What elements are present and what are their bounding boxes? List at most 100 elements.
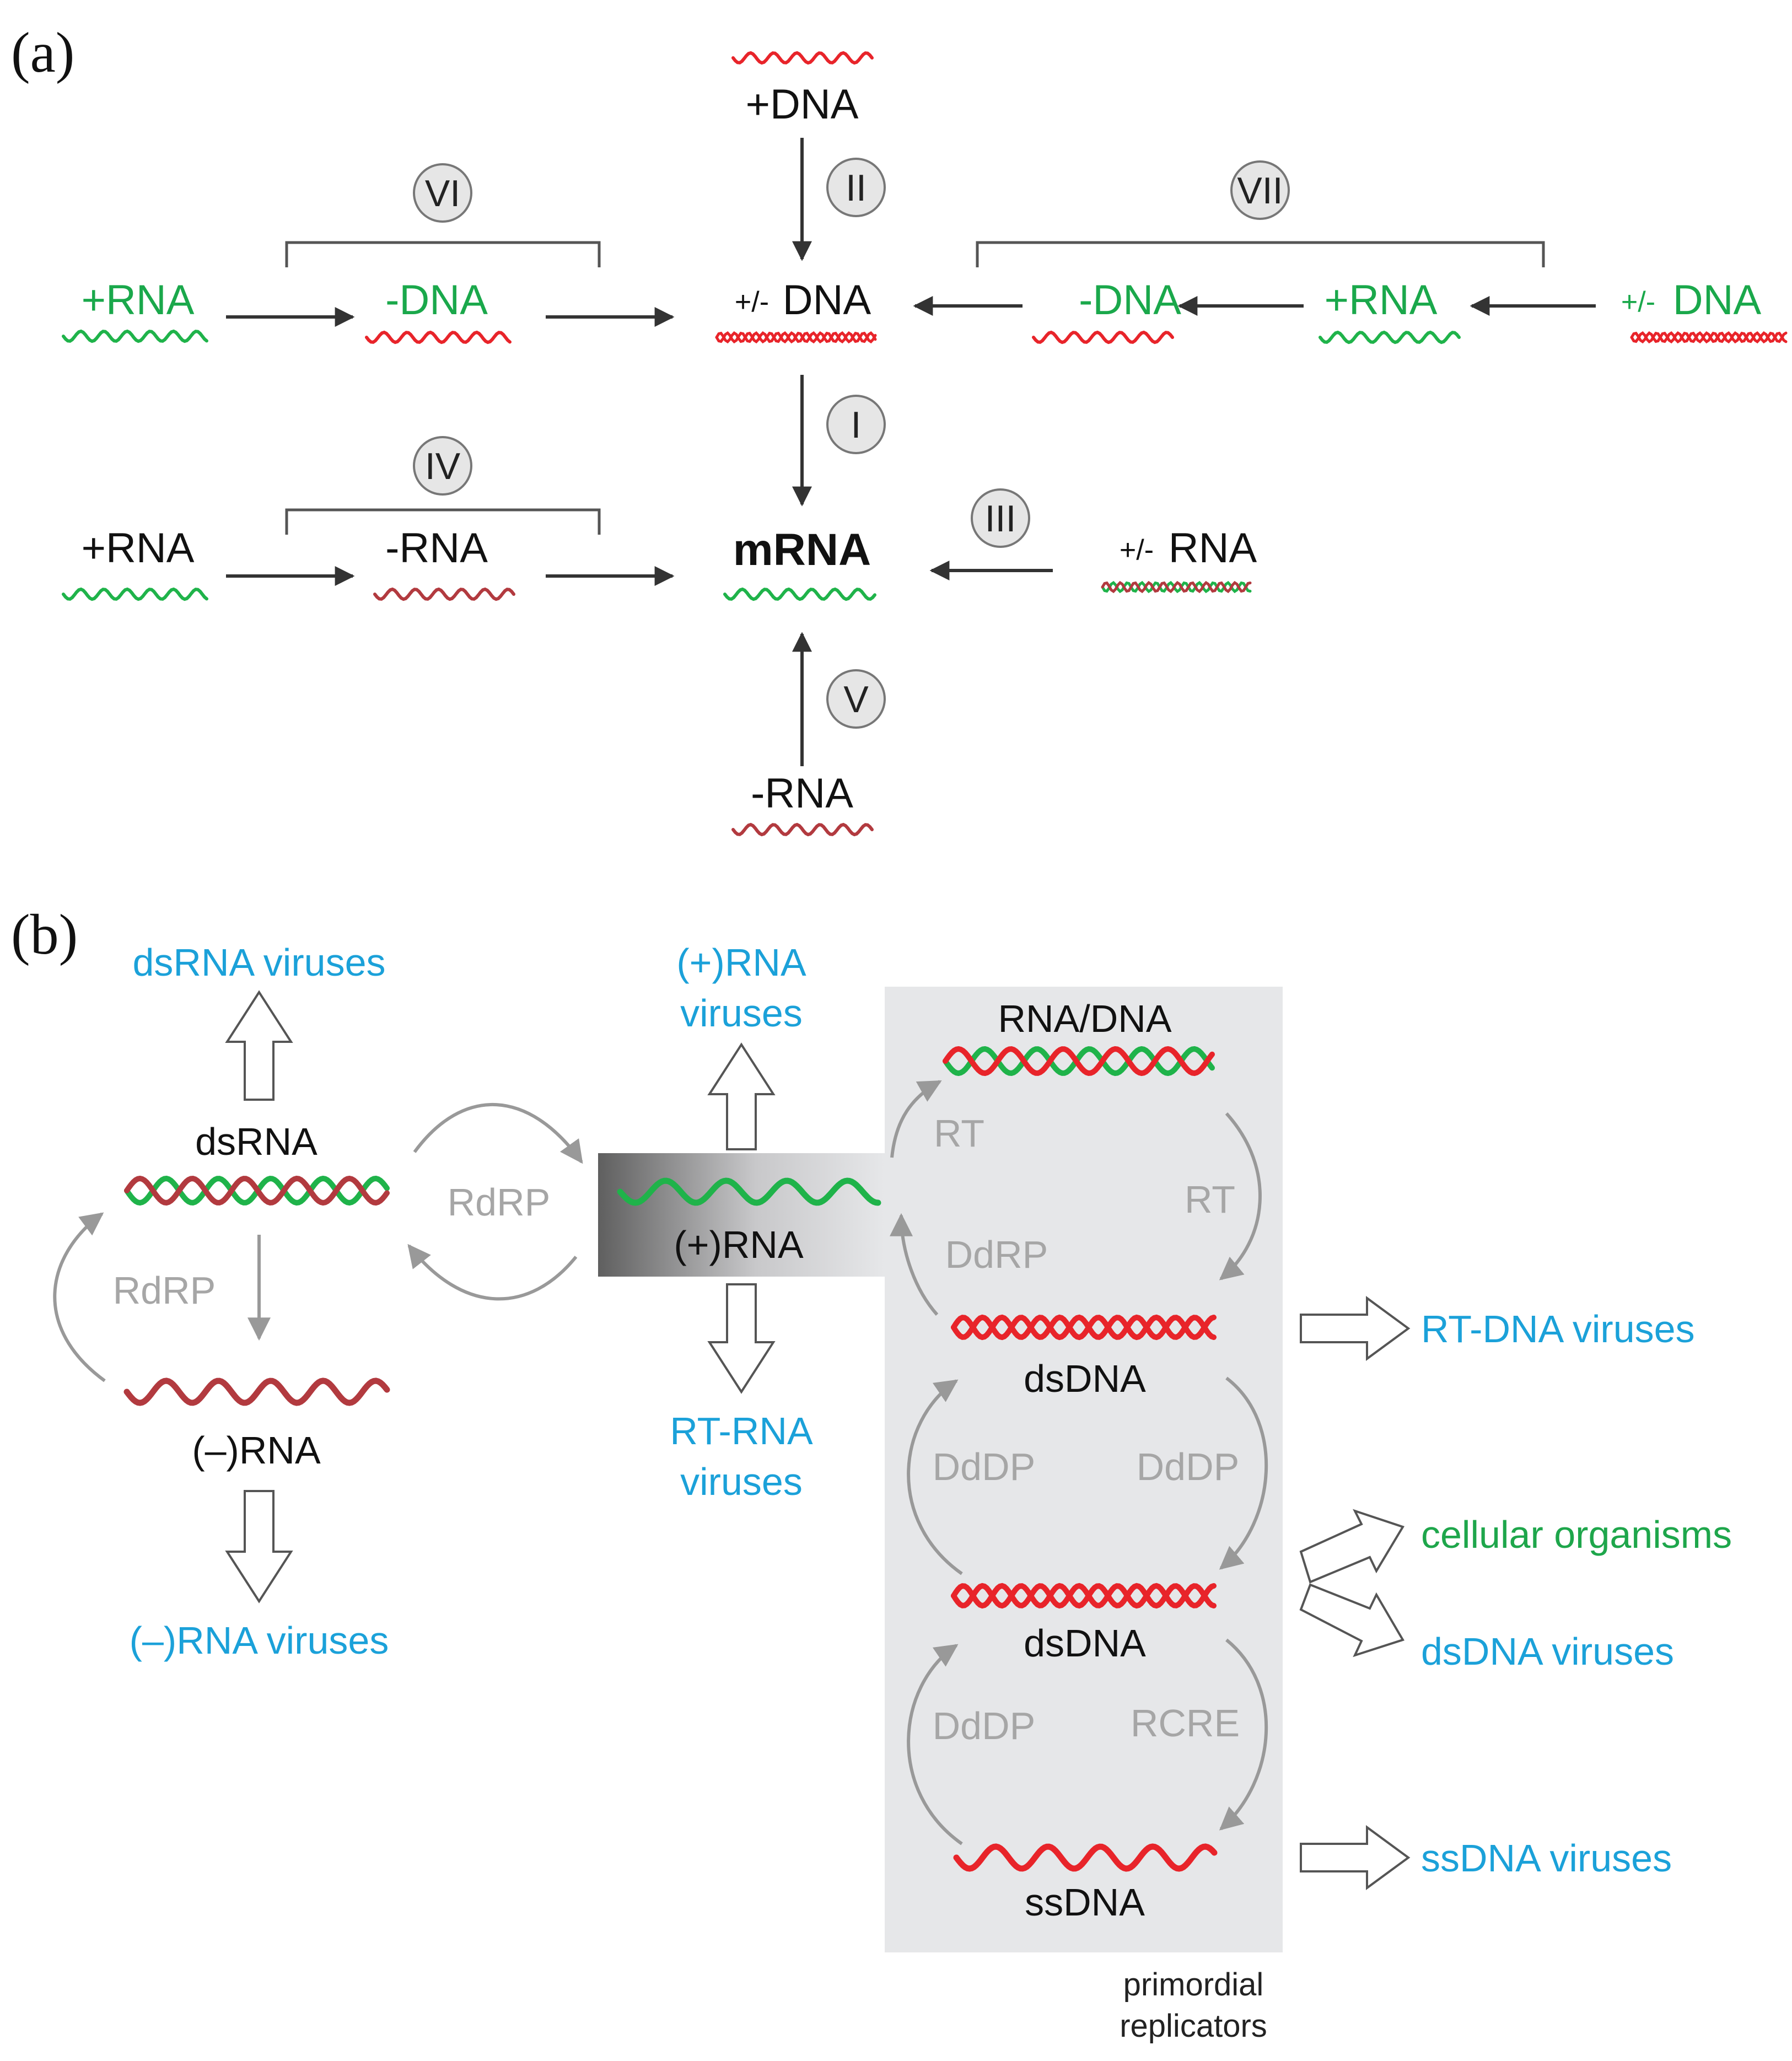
vii-minus-dna-label: -DNA [1079,277,1181,324]
primordial-replicators-box [885,987,1283,1952]
dsdna-viruses-label: dsDNA viruses [1421,1630,1674,1673]
block-arrow-to-ssdna-viruses [1300,1825,1411,1890]
class-i-marker: I [826,395,886,454]
vii-plus-rna-strand [1319,330,1461,345]
arrow-dsrna-to-plus-rna [413,1102,583,1164]
dsrna-strand-strand-b [124,1175,390,1206]
v-minus-rna-label: -RNA [751,770,853,817]
vi-minus-dna-strand [365,330,512,345]
cellular-organisms-label: cellular organisms [1421,1513,1732,1556]
plus-dna-top-strand [731,51,874,65]
rdrp-mid-label: RdRP [448,1181,551,1224]
block-arrow-to-plus-rna-viruses [707,1042,776,1150]
arrow-minus-rna-to-dsrna [53,1212,106,1382]
class-v-marker: V [826,669,886,729]
center-pm-dna-strand-strand-b [715,331,877,344]
block-arrow-to-dsdna-viruses [1299,1583,1404,1658]
iv-minus-rna-label: -RNA [385,525,488,572]
plus-rna-strand [617,1177,881,1206]
dsrna-label: dsRNA [195,1120,317,1163]
ssdna-label: ssDNA [1025,1881,1145,1924]
mrna-strand [723,587,876,601]
rna-dna-strand-strand-a [943,1046,1215,1077]
block-arrow-to-rt-dna-viruses [1300,1296,1411,1361]
rcre-label: RCRE [1131,1702,1240,1745]
iv-bracket [285,508,601,535]
svg-text:VII: VII [1237,170,1283,212]
primordial-replicators-caption-line1: primordial [1123,1967,1264,2003]
dsrna-viruses-label: dsRNA viruses [132,941,385,984]
dddp-2-left-label: DdDP [933,1704,1036,1747]
minus-rna-viruses-label: (–)RNA viruses [130,1619,389,1662]
arrow-dsdna2-to-dsdna1 [907,1379,963,1575]
arrow-dsdna-to-plus-rna [890,1213,939,1316]
rt-rna-viruses-label-line1: RT-RNA [670,1409,813,1452]
arrow-plus-rna-to-dsrna [407,1244,578,1301]
primordial-replicators-caption-line2: replicators [1120,2008,1267,2044]
iii-pm-rna-sign: +/- [1120,534,1154,566]
plus-rna-viruses-label-line2: viruses [680,992,803,1035]
iv-minus-rna-strand [373,587,515,601]
arrow-dsdna2-to-ssdna [1219,1638,1268,1831]
center-pm-dna-sign: +/- [735,286,769,318]
iii-pm-rna-strand-strand-a [1101,580,1252,594]
dddp-1-right-label: DdDP [1137,1445,1240,1488]
arrow-plus-rna-to-rna-dna [890,1080,942,1158]
panel-b-strands [123,1046,1218,1872]
vii-pm-dna-sign: +/- [1621,286,1655,318]
rt-rna-viruses-label-line2: viruses [680,1460,803,1503]
svg-text:V: V [843,679,869,720]
rt-down-label: RT [1185,1178,1235,1221]
svg-text:I: I [851,404,862,446]
dsdna-1-label: dsDNA [1024,1357,1146,1400]
dsdna-2-strand-strand-b [951,1583,1217,1609]
ssdna-viruses-label: ssDNA viruses [1421,1837,1672,1880]
iii-pm-rna-label: RNA [1169,525,1257,572]
class-iv-marker: IV [413,436,472,496]
center-pm-dna-label: DNA [783,277,871,324]
class-iii-marker: III [971,488,1030,548]
svg-text:III: III [985,498,1016,540]
vii-pm-dna-label: DNA [1673,277,1762,324]
rdrp-left-label: RdRP [113,1269,216,1312]
rt-dna-viruses-label: RT-DNA viruses [1421,1307,1695,1350]
panel-b-label: (b) [11,903,78,966]
plus-rna-gradient-box [598,1153,885,1277]
class-vii-marker: VII [1230,160,1290,220]
plus-rna-label: (+)RNA [674,1223,804,1266]
dsdna-2-strand-strand-a [951,1583,1217,1609]
block-arrow-to-rt-rna-viruses [707,1283,776,1394]
dsdna-1-strand-strand-a [951,1314,1217,1341]
dddp-1-left-label: DdDP [933,1445,1036,1488]
minus-rna-strand [123,1377,390,1406]
svg-text:VI: VI [425,173,460,214]
panel-a-label: (a) [11,21,74,84]
v-minus-rna-strand [731,822,874,837]
vi-minus-dna-label: -DNA [385,277,488,324]
vii-plus-rna-label: +RNA [1325,277,1438,324]
class-vi-marker: VI [413,163,472,223]
vi-plus-rna-strand [62,329,208,343]
dsdna-2-label: dsDNA [1024,1622,1146,1665]
class-ii-marker: II [826,158,886,217]
vii-pm-dna-strand-strand-b [1630,331,1788,344]
svg-text:IV: IV [425,445,461,487]
plus-rna-viruses-label-line1: (+)RNA [676,941,806,984]
ssdna-strand [953,1843,1218,1872]
arrow-dsdna1-to-dsdna2 [1219,1376,1268,1570]
minus-rna-label: (–)RNA [192,1429,321,1472]
plus-dna-top-label: +DNA [746,81,859,128]
vi-bracket [285,241,601,267]
rt-up-label: RT [934,1112,984,1155]
mrna-label: mRNA [733,525,871,575]
panel-a-strands [62,51,1788,837]
iv-plus-rna-strand [62,587,208,601]
vi-plus-rna-label: +RNA [82,277,195,324]
vii-minus-dna-strand [1032,330,1174,345]
iv-plus-rna-label: +RNA [82,525,195,572]
rna-dna-strand-strand-b [943,1046,1215,1077]
arrow-rna-dna-to-dsdna [1219,1112,1262,1280]
iii-pm-rna-strand-strand-b [1101,580,1252,594]
block-arrow-to-minus-rna-viruses [225,1490,293,1603]
